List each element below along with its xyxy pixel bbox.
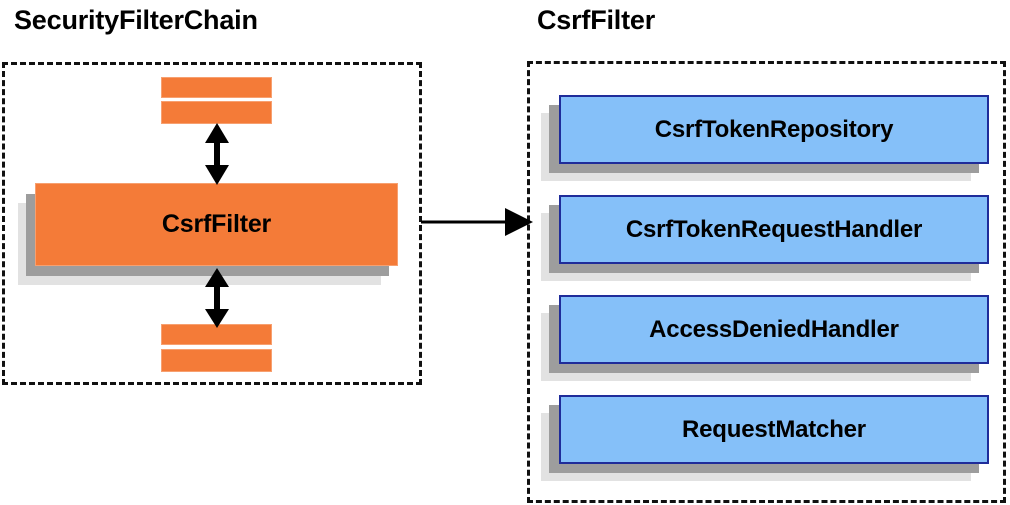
upper-bidirectional-arrow bbox=[205, 123, 229, 185]
lower-bidirectional-arrow bbox=[205, 268, 229, 328]
filter-bar-bottom-2 bbox=[161, 349, 272, 372]
security-filter-chain-container bbox=[2, 62, 422, 385]
left-panel-title: SecurityFilterChain bbox=[14, 5, 258, 35]
collaborator-box-csrf-token-repository[interactable]: CsrfTokenRepository bbox=[559, 95, 989, 164]
collaborator-box-csrf-token-request-handler[interactable]: CsrfTokenRequestHandler bbox=[559, 195, 989, 264]
collaborator-box-access-denied-handler[interactable]: AccessDeniedHandler bbox=[559, 295, 989, 364]
filter-bar-top-2 bbox=[161, 101, 272, 124]
right-panel-title: CsrfFilter bbox=[537, 5, 656, 35]
csrf-filter-block[interactable]: CsrfFilter bbox=[35, 183, 398, 266]
filter-bar-top-1 bbox=[161, 77, 272, 98]
csrf-filter-container bbox=[527, 61, 1006, 503]
collaborator-box-request-matcher[interactable]: RequestMatcher bbox=[559, 395, 989, 464]
left-to-right-arrow bbox=[421, 208, 533, 236]
